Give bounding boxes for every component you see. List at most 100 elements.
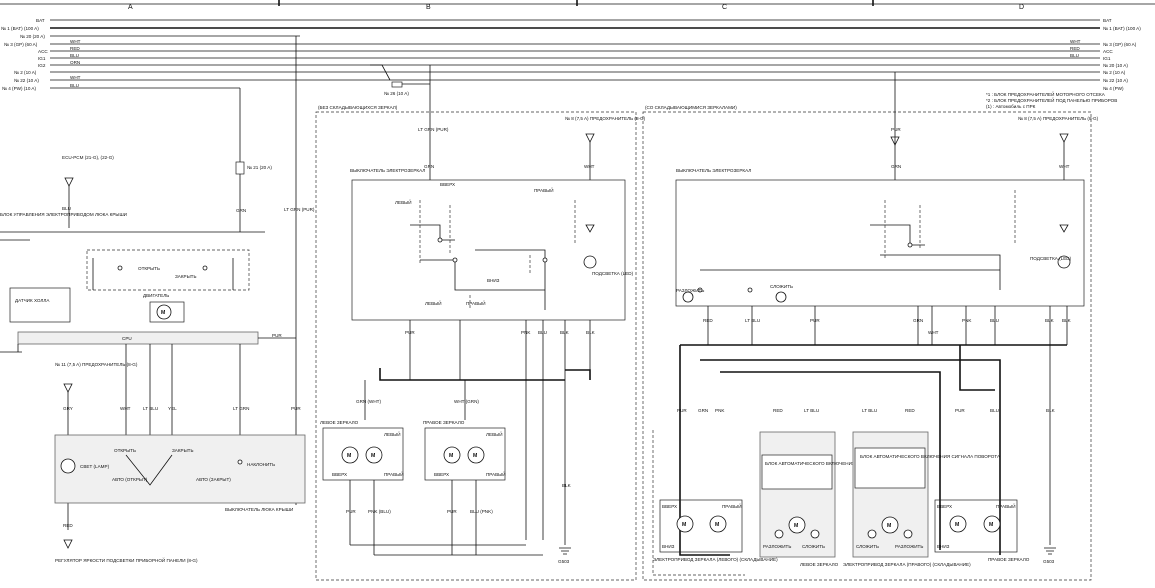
section-cd-frame: [642, 111, 1092, 581]
open-label: ОТКРЫТЬ: [138, 266, 160, 271]
wire-label: GRN: [236, 208, 246, 213]
bus-label: № 1 (BAT) (100 A): [1103, 26, 1141, 31]
wire-label: PNK: [521, 330, 531, 335]
motor-icon: [156, 304, 172, 320]
ecu-label: БЛОК УПРАВЛЕНИЯ ЭЛЕКТРОПРИВОДОМ ЛЮКА КРЫ…: [0, 212, 127, 217]
lamp-icon: [1057, 255, 1071, 269]
hall-sensor-label: ДАТЧИК ХОЛЛА: [15, 298, 50, 303]
led-icon: [1059, 224, 1069, 233]
motor-icon: [365, 446, 383, 464]
fuse-symbol-icon: [235, 161, 245, 175]
regulator-label: РЕГУЛЯТОР ЯРКОСТИ ПОДСВЕТКИ ПРИБОРНОЙ ПА…: [55, 556, 198, 563]
wire-label: WHT: [584, 164, 595, 169]
wire-label: BLK: [1046, 408, 1056, 413]
left-label: ЛЕВЫЙ: [425, 299, 442, 306]
motor-icon: [676, 515, 694, 533]
wire-label: PUR: [405, 330, 415, 335]
fuse-8-label: № 8 (7,5 A) ПРЕДОХРАНИТЕЛЬ (8-G): [565, 116, 646, 121]
note: (1) : Автомобиль с ПРК: [986, 104, 1036, 109]
wire-label: BLK: [562, 483, 572, 488]
wire-label: LT BLU: [745, 318, 760, 323]
backlight-label: ПОДСВЕТКА (LED): [592, 271, 634, 276]
section-mirrors-folding: (СО СКЛАДЫВАЮЩИМИСЯ ЗЕРКАЛАМИ) PUR GRN №…: [642, 72, 1099, 581]
bus-label: № 4 (PW): [1103, 86, 1124, 91]
left-mirror-label: ЛЕВОЕ ЗЕРКАЛО: [320, 420, 359, 425]
note: *1 : БЛОК ПРЕДОХРАНИТЕЛЕЙ МОТОРНОГО ОТСЕ…: [986, 90, 1106, 97]
notes: *1 : БЛОК ПРЕДОХРАНИТЕЛЕЙ МОТОРНОГО ОТСЕ…: [986, 90, 1117, 109]
motor-icon: [709, 515, 727, 533]
ground-icon: [1044, 547, 1056, 555]
wire-label: RED: [773, 408, 783, 413]
motor-icon: [443, 446, 461, 464]
wire-label: PUR: [891, 127, 901, 132]
fuse-11-label: № 11 (7,5 A) ПРЕДОХРАНИТЕЛЬ (8-G): [55, 362, 138, 367]
wire-label: BLU: [70, 83, 79, 88]
bus-label: BAT: [36, 18, 45, 23]
right-label: ПРАВЫЙ: [466, 299, 486, 306]
wire-label: PUR: [955, 408, 965, 413]
minus-icon: [903, 529, 913, 539]
wire-label: PUR: [810, 318, 820, 323]
open-label: ОТКРЫТЬ: [114, 448, 136, 453]
left-label: ЛЕВЫЙ: [395, 198, 412, 205]
bus-label: № 1 (BAT) (100 A): [1, 26, 39, 31]
wire-label: BLK: [1062, 318, 1072, 323]
wire-label: PNK: [962, 318, 972, 323]
down-label: ВНИЗ: [487, 278, 500, 283]
wire-label: LT GRN: [233, 406, 249, 411]
fold-switch-box: [675, 179, 1085, 307]
column-header: A B C D: [0, 0, 1155, 11]
wire-label: LT GRN (PUR): [418, 127, 449, 132]
motor-letter-icon: M: [794, 523, 798, 529]
down-label: ВНИЗ: [662, 544, 675, 549]
right-label: ПРАВЫЙ: [722, 502, 742, 509]
wire-label: PUR: [291, 406, 301, 411]
bus-label: IG1: [1103, 56, 1111, 61]
switch-contact-icon: [125, 454, 173, 486]
wire-label: YEL: [168, 406, 177, 411]
contact-icon: [437, 237, 443, 243]
motor-letter-icon: M: [989, 522, 993, 528]
mirror-switch-box: [351, 179, 626, 321]
fuse-8-label: № 8 (7,5 A) ПРЕДОХРАНИТЕЛЬ (8-G): [1018, 116, 1099, 121]
motor-icon: [788, 516, 806, 534]
up-label: ВВЕРХ: [332, 472, 347, 477]
auto-open-label: АВТО (ОТКРЫТ): [112, 477, 148, 482]
bus-label: BAT: [1103, 18, 1112, 23]
power-bus: [50, 19, 1100, 89]
wire-label: PUR: [447, 509, 457, 514]
contact-icon: [542, 257, 548, 263]
wire-label: BLU: [538, 330, 547, 335]
bus-label: IG1: [38, 56, 46, 61]
motor-box: [149, 301, 185, 323]
turn-unit-label: БЛОК АВТОМАТИЧЕСКОГО ВКЛЮЧЕНИЯ СИГНАЛА П…: [765, 461, 906, 466]
ground-icon: [559, 547, 571, 555]
bus-label: № 20 (10 A): [1103, 63, 1128, 68]
section-mirrors-standard: (БЕЗ СКЛАДЫВАЮЩИХСЯ ЗЕРКАЛ) № 26 (10 A) …: [315, 64, 646, 581]
relay-fuse-label: № 21 (20 A): [247, 165, 272, 170]
bus-label: № 3 (GP) (60 A): [4, 42, 38, 47]
right-bus-labels: BAT № 1 (BAT) (100 A) № 3 (GP) (60 A) AC…: [1070, 18, 1141, 91]
wire-label: LT BLU: [143, 406, 158, 411]
motor-label: ДВИГАТЕЛЬ: [143, 293, 169, 298]
motor-letter-icon: M: [449, 453, 453, 459]
right-fold-caption: ЭЛЕКТРОПРИВОД ЗЕРКАЛА (ПРАВОГО) (СКЛАДЫВ…: [843, 562, 971, 567]
right-label: ПРАВЫЙ: [996, 502, 1016, 509]
ground-label: G503: [558, 559, 570, 564]
right-mirror-label: ПРАВОЕ ЗЕРКАЛО: [423, 420, 465, 425]
fuse-symbol-icon: [391, 81, 403, 88]
wire-label: ORN: [70, 60, 80, 65]
plus-icon: [774, 529, 784, 539]
mirror-switch-label: ВЫКЛЮЧАТЕЛЬ ЭЛЕКТРОЗЕРКАЛ: [350, 168, 425, 173]
wire-label: WHT: [1070, 39, 1081, 44]
right-label: ПРАВЫЙ: [486, 470, 506, 477]
fuse-symbol-icon: [1059, 133, 1069, 143]
wire-label: BLU: [1070, 53, 1079, 58]
column-label-b: B: [426, 4, 431, 11]
close-label: ЗАКРЫТЬ: [172, 448, 193, 453]
fold-label: СЛОЖИТЬ: [856, 544, 879, 549]
motor-icon: [881, 516, 899, 534]
left-label: ЛЕВЫЙ: [486, 430, 503, 437]
motor-icon: [467, 446, 485, 464]
